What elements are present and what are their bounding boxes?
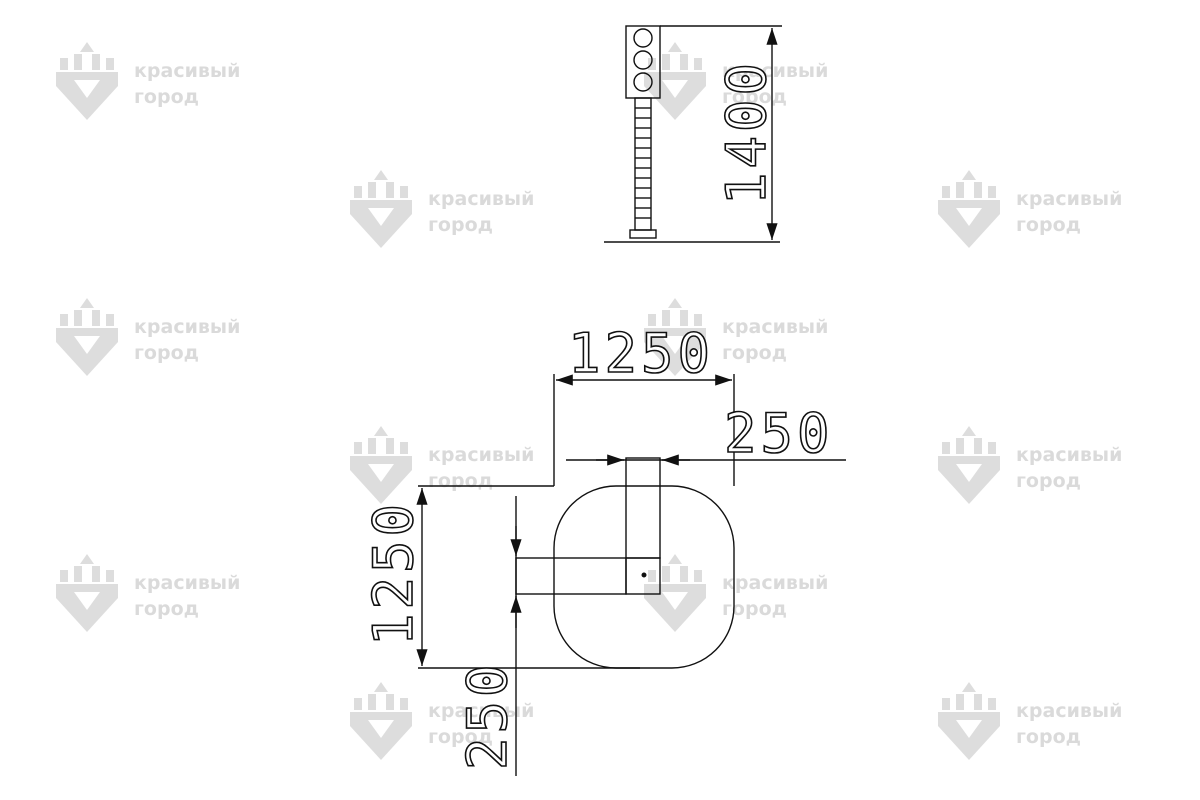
elevation-view [604, 25, 782, 243]
elevation-base [629, 229, 657, 239]
dimension-label-post-width: 250 [724, 402, 834, 465]
elevation-circle-middle [633, 50, 653, 70]
elevation-circle-top [633, 28, 653, 48]
dimension-label-post-depth: 250 [456, 660, 519, 770]
dimension-label-width: 1250 [568, 322, 714, 385]
plan-view [416, 374, 846, 776]
dimension-label-depth: 1250 [362, 500, 425, 646]
plan-post-square [625, 557, 661, 595]
elevation-post-ribs [635, 107, 651, 219]
elevation-circle-bottom [633, 72, 653, 92]
elevation-head-panel [625, 25, 661, 99]
plan-arm-horizontal [515, 557, 627, 595]
dimension-label-height: 1400 [715, 59, 778, 205]
plan-outline [553, 485, 735, 669]
plan-arm-vertical [625, 457, 661, 559]
plan-post-center [641, 572, 647, 578]
